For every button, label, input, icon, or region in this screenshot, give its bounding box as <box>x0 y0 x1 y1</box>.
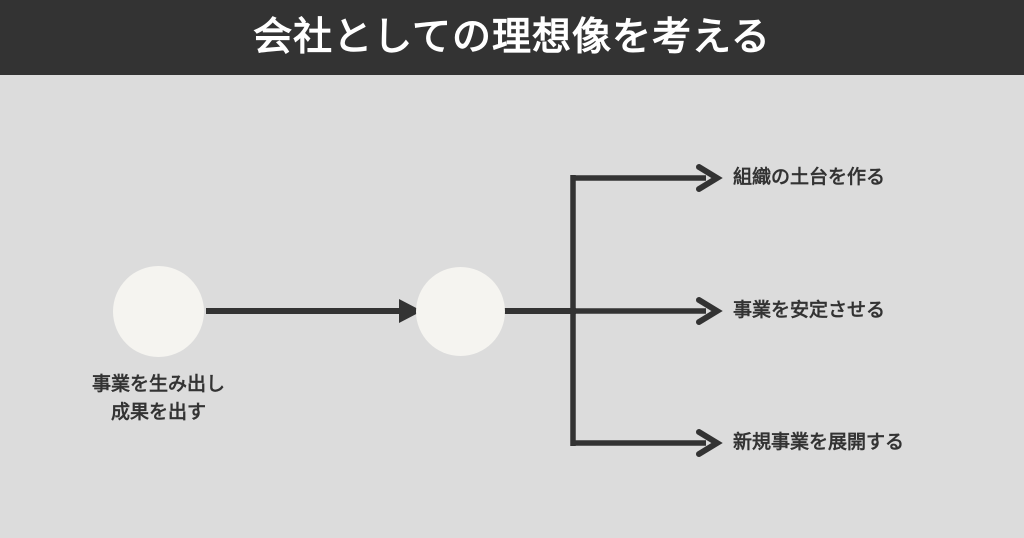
branch-arrow-2-icon <box>571 429 723 457</box>
diagram-area: 事業を生み出し 成果を出す 組織の土台を作る 事業を安定させる 新規事業を展開す… <box>0 75 1024 538</box>
branch-label-business-stabilization: 事業を安定させる <box>733 299 886 321</box>
page-title: 会社としての理想像を考える <box>253 15 771 60</box>
origin-node-label: 事業を生み出し 成果を出す <box>0 371 317 426</box>
origin-node-label-line-1: 事業を生み出し <box>91 373 225 395</box>
stage-node-circle[interactable] <box>416 267 505 356</box>
slide-header: 会社としての理想像を考える <box>0 0 1024 75</box>
branch-arrow-1-icon <box>573 297 723 325</box>
branch-arrow-0-icon <box>571 164 723 192</box>
origin-node-circle[interactable] <box>113 266 204 357</box>
branch-label-organization-foundation: 組織の土台を作る <box>733 166 886 188</box>
branch-label-new-business-expansion: 新規事業を展開する <box>733 431 905 453</box>
trunk-connector <box>504 175 576 446</box>
origin-node-label-line-2: 成果を出す <box>110 400 206 423</box>
main-arrow-icon <box>206 299 422 323</box>
diagram-connectors <box>206 164 723 457</box>
